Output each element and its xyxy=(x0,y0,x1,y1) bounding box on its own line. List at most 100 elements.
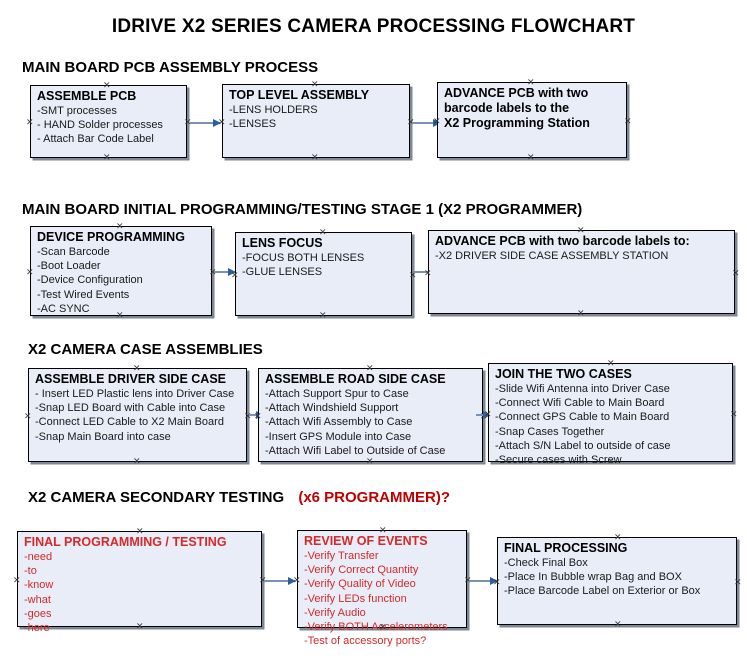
resize-handle-bottom[interactable] xyxy=(527,154,534,161)
box-advance-pcb-programming-station[interactable]: ADVANCE PCB with two barcode labels to t… xyxy=(437,82,627,158)
box-title: DEVICE PROGRAMMING xyxy=(37,230,185,244)
box-item-list: -SMT processes - HAND Solder processes -… xyxy=(37,104,181,147)
resize-handle-bottom[interactable] xyxy=(577,310,584,317)
box-item-list: - Insert LED Plastic lens into Driver Ca… xyxy=(35,387,241,444)
resize-handle-bottom[interactable] xyxy=(366,458,373,465)
list-item: -here xyxy=(24,622,50,635)
list-item: -AC SYNC xyxy=(37,302,90,315)
box-title-line2: barcode labels to the xyxy=(444,101,570,115)
box-assemble-driver-side-case[interactable]: ASSEMBLE DRIVER SIDE CASE - Insert LED P… xyxy=(28,368,247,462)
box-review-of-events[interactable]: REVIEW OF EVENTS -Verify Transfer -Verif… xyxy=(297,527,467,647)
list-item: -X2 DRIVER SIDE CASE ASSEMBLY STATION xyxy=(435,250,669,262)
resize-handle-top[interactable] xyxy=(319,229,326,236)
box-item-list: -Slide Wifi Antenna into Driver Case -Co… xyxy=(495,382,727,467)
box-title: FINAL PROGRAMMING / TESTING xyxy=(24,535,227,549)
box-title-line3: X2 Programming Station xyxy=(444,116,590,130)
list-item: -Connect LED Cable to X2 Main Board xyxy=(35,416,224,429)
box-title: JOIN THE TWO CASES xyxy=(495,367,632,381)
list-item: -Slide Wifi Antenna into Driver Case xyxy=(495,383,670,395)
page-title: IDRIVE X2 SERIES CAMERA PROCESSING FLOWC… xyxy=(111,16,636,37)
list-item: -goes xyxy=(24,607,52,620)
box-item-list: -Scan Barcode -Boot Loader -Device Confi… xyxy=(37,245,206,316)
box-top-level-assembly[interactable]: TOP LEVEL ASSEMBLY -LENS HOLDERS -LENSES xyxy=(222,84,410,158)
box-item-list: -X2 DRIVER SIDE CASE ASSEMBLY STATION xyxy=(435,249,729,263)
list-item: -need xyxy=(24,551,53,563)
section-heading-2: MAIN BOARD INITIAL PROGRAMMING/TESTING S… xyxy=(22,201,583,218)
resize-handle-right[interactable] xyxy=(730,411,737,418)
list-item: -Verify Transfer xyxy=(304,550,379,562)
list-item: -what xyxy=(24,593,51,606)
list-item: -Verify LEDs function xyxy=(304,592,407,605)
resize-handle-top[interactable] xyxy=(366,365,373,372)
section-heading-3: X2 CAMERA CASE ASSEMBLIES xyxy=(28,341,263,358)
list-item: -Secure cases with Screw xyxy=(495,454,622,467)
resize-handle-right[interactable] xyxy=(734,579,741,586)
resize-handle-left[interactable] xyxy=(13,577,20,584)
resize-handle-top[interactable] xyxy=(116,223,123,230)
list-item: -Attach Windshield Support xyxy=(265,402,399,415)
box-item-list: -Verify Transfer -Verify Correct Quantit… xyxy=(304,549,461,648)
box-final-processing[interactable]: FINAL PROCESSING -Check Final Box -Place… xyxy=(497,537,737,625)
list-item: -Device Configuration xyxy=(37,274,143,287)
resize-handle-top[interactable] xyxy=(103,82,110,89)
resize-handle-top[interactable] xyxy=(136,528,143,535)
list-item: -FOCUS BOTH LENSES xyxy=(242,252,365,264)
connector-arrow-3-2 xyxy=(476,410,491,419)
box-join-the-two-cases[interactable]: JOIN THE TWO CASES -Slide Wifi Antenna i… xyxy=(488,360,733,466)
list-item: -Boot Loader xyxy=(37,260,101,273)
resize-handle-right[interactable] xyxy=(409,272,416,279)
box-item-list: -need -to -know -what -goes -here xyxy=(24,550,256,635)
list-item: -Snap Main Board into case xyxy=(35,430,171,443)
box-title: TOP LEVEL ASSEMBLY xyxy=(229,88,370,102)
connector-arrow-1-1 xyxy=(190,118,221,127)
resize-handle-bottom[interactable] xyxy=(103,154,110,161)
box-item-list: -FOCUS BOTH LENSES -GLUE LENSES xyxy=(242,251,406,279)
box-title: ADVANCE PCB with two xyxy=(444,86,589,100)
box-final-programming-testing[interactable]: FINAL PROGRAMMING / TESTING -need -to -k… xyxy=(17,528,262,634)
resize-handle-top[interactable] xyxy=(577,227,584,234)
list-item: -Connect GPS Cable to Main Board xyxy=(495,411,670,424)
connector-arrow-2-1 xyxy=(214,267,236,276)
list-item: -SMT processes xyxy=(37,105,117,117)
resize-handle-top[interactable] xyxy=(133,365,140,372)
resize-handle-top[interactable] xyxy=(614,534,621,541)
section-heading-4: X2 CAMERA SECONDARY TESTING (x6 PROGRAMM… xyxy=(28,489,450,506)
resize-handle-top[interactable] xyxy=(311,81,318,88)
section-heading-4-text: X2 CAMERA SECONDARY TESTING xyxy=(28,489,285,506)
list-item: -Check Final Box xyxy=(504,557,588,569)
box-title: FINAL PROCESSING xyxy=(504,541,628,555)
list-item-overflow: -Test of accessory ports? xyxy=(304,635,427,648)
list-item: -GLUE LENSES xyxy=(242,266,323,279)
box-title: ADVANCE PCB with two barcode labels to: xyxy=(435,234,690,248)
list-item: - Attach Bar Code Label xyxy=(37,133,154,146)
list-item: -Snap LED Board with Cable into Case xyxy=(35,402,226,415)
box-advance-pcb-driver-side[interactable]: ADVANCE PCB with two barcode labels to: … xyxy=(428,230,735,314)
resize-handle-bottom[interactable] xyxy=(133,458,140,465)
resize-handle-bottom[interactable] xyxy=(319,312,326,319)
connector-arrow-4-2 xyxy=(469,576,498,585)
list-item: -to xyxy=(24,565,37,578)
list-item: - HAND Solder processes xyxy=(37,119,163,132)
connector-arrow-1-2 xyxy=(412,118,441,127)
box-title: LENS FOCUS xyxy=(242,236,323,250)
resize-handle-right[interactable] xyxy=(624,118,631,125)
list-item: -Verify BOTH Accelerometers xyxy=(304,621,448,634)
resize-handle-top[interactable] xyxy=(527,79,534,86)
resize-handle-top[interactable] xyxy=(379,527,386,534)
resize-handle-bottom[interactable] xyxy=(614,621,621,628)
box-item-list: -Check Final Box -Place In Bubble wrap B… xyxy=(504,556,731,599)
resize-handle-top[interactable] xyxy=(607,360,614,367)
box-lens-focus[interactable]: LENS FOCUS -FOCUS BOTH LENSES -GLUE LENS… xyxy=(235,232,412,316)
list-item: -Verify Audio xyxy=(304,606,366,619)
box-item-list: -Attach Support Spur to Case -Attach Win… xyxy=(265,387,477,458)
resize-handle-left[interactable] xyxy=(24,413,31,420)
list-item: -Place In Bubble wrap Bag and BOX xyxy=(504,571,682,584)
box-assemble-road-side-case[interactable]: ASSEMBLE ROAD SIDE CASE -Attach Support … xyxy=(258,368,483,462)
resize-handle-left[interactable] xyxy=(26,119,33,126)
resize-handle-left[interactable] xyxy=(26,269,33,276)
resize-handle-bottom[interactable] xyxy=(311,154,318,161)
box-assemble-pcb[interactable]: ASSEMBLE PCB -SMT processes - HAND Solde… xyxy=(30,85,187,158)
resize-handle-right[interactable] xyxy=(732,270,739,277)
box-device-programming[interactable]: DEVICE PROGRAMMING -Scan Barcode -Boot L… xyxy=(30,226,212,316)
